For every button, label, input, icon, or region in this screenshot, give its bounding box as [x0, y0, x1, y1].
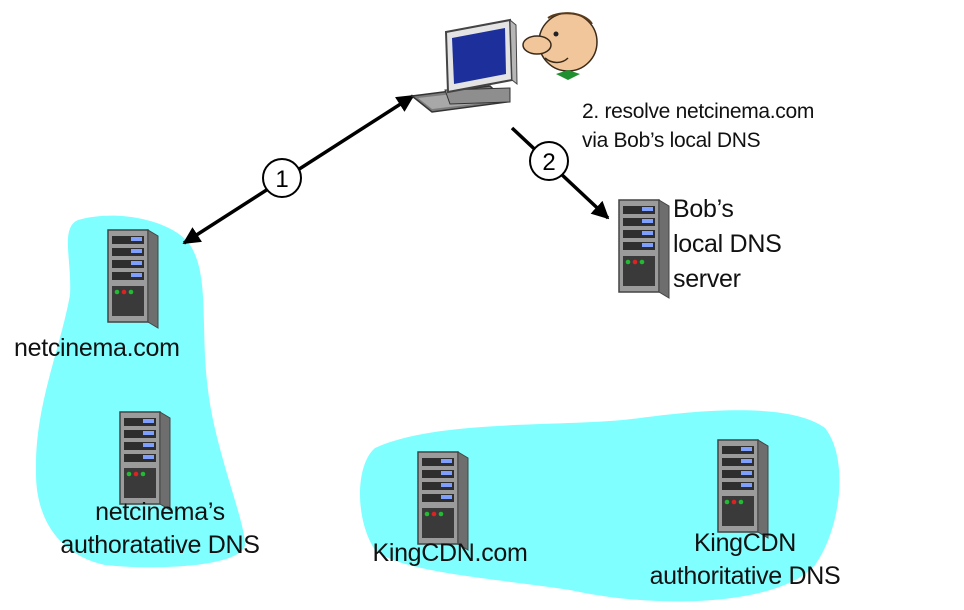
- step-2-marker: 2: [529, 141, 569, 181]
- server-tower-icon: [618, 199, 670, 299]
- bob-face-icon: [522, 12, 598, 80]
- server-tower-icon: [417, 451, 469, 551]
- bob-dns-label-line2: local DNS: [673, 230, 782, 258]
- kingcdn-label: KingCDN.com: [372, 539, 528, 567]
- server-tower-icon: [107, 229, 159, 329]
- desktop-computer-icon: [410, 18, 518, 113]
- bob-dns-label-line1: Bob’s: [673, 195, 734, 223]
- step-1-number: 1: [275, 166, 288, 193]
- bob-dns-label-line3: server: [673, 265, 741, 293]
- kingcdn-dns-label-line1: KingCDN: [693, 529, 797, 557]
- step-2-number: 2: [542, 149, 555, 176]
- step2-annotation-line2: via Bob’s local DNS: [582, 129, 761, 152]
- netcinema-dns-label-line1: netcinema’s: [95, 498, 225, 526]
- step-1-marker: 1: [262, 158, 302, 198]
- netcinema-region: [35, 215, 245, 568]
- server-tower-icon: [717, 439, 769, 539]
- step2-annotation-line1: 2. resolve netcinema.com: [582, 100, 815, 123]
- kingcdn-dns-label-line2: authoritative DNS: [649, 562, 841, 590]
- server-tower-icon: [119, 411, 171, 511]
- netcinema-dns-label-line2: authoratative DNS: [60, 531, 260, 559]
- netcinema-label: netcinema.com: [14, 334, 180, 362]
